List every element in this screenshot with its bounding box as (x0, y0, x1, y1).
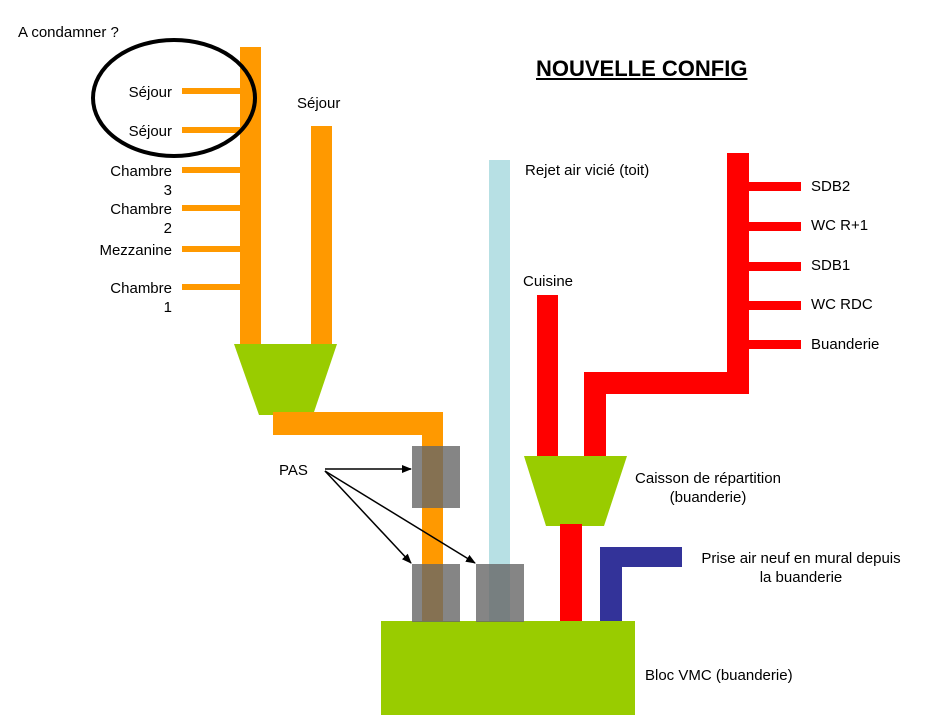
pas-label: PAS (279, 462, 308, 479)
bloc-vmc-label: Bloc VMC (buanderie) (645, 667, 793, 684)
pas-arrow-lower-right (324, 470, 476, 564)
cuisine-duct (537, 295, 558, 460)
caisson-label: Caisson de répartition (buanderie) (635, 470, 781, 506)
branch-chambre-2 (182, 205, 240, 211)
room-label-wc-rdc: WC RDC (811, 296, 873, 313)
red-main-riser (727, 153, 749, 393)
red-bloc-duct (560, 524, 582, 622)
branch-sdb1 (749, 262, 801, 271)
branch-wc-rdc (749, 301, 801, 310)
rejet-label: Rejet air vicié (toit) (525, 162, 650, 179)
condemn-circle (91, 38, 257, 158)
sejour-duct-label: Séjour (297, 95, 341, 112)
branch-sejour-2 (182, 127, 240, 133)
red-elbow-horizontal (584, 372, 749, 394)
branch-sejour-1 (182, 88, 240, 94)
branch-chambre-1 (182, 284, 240, 290)
pas-arrow-lower-left (324, 470, 412, 564)
cuisine-label: Cuisine (523, 273, 574, 290)
orange-main-duct (240, 47, 261, 347)
room-label-chambre-1: Chambre 1 (110, 280, 172, 316)
air-neuf-vertical (600, 547, 622, 622)
branch-sdb2 (749, 182, 801, 191)
room-label-chambre-2: Chambre 2 (110, 201, 172, 237)
room-label-chambre-3: Chambre 3 (110, 163, 172, 199)
orange-sejour-duct (311, 126, 332, 347)
condemn-question-label: A condamner ? (18, 24, 119, 41)
pas-box-lower-orange (412, 564, 460, 622)
caisson-repartition (524, 456, 627, 526)
pas-box-lower-rejet (476, 564, 524, 622)
prise-air-label: Prise air neuf en mural depuis la buande… (701, 550, 901, 586)
orange-horizontal-duct (273, 412, 443, 435)
branch-buanderie (749, 340, 801, 349)
red-elbow-vertical (584, 375, 606, 460)
left-distribution-funnel (234, 344, 337, 415)
branch-wc-r1 (749, 222, 801, 231)
rejet-duct (489, 160, 510, 622)
room-label-wc-r1: WC R+1 (811, 217, 869, 234)
room-label-buanderie: Buanderie (811, 336, 880, 353)
room-label-sejour-2: Séjour (128, 123, 172, 140)
bloc-vmc (381, 621, 635, 715)
pas-box-upper (412, 446, 460, 508)
room-label-mezzanine: Mezzanine (99, 242, 172, 259)
branch-chambre-3 (182, 167, 240, 173)
branch-mezzanine (182, 246, 240, 252)
diagram-title: NOUVELLE CONFIG (536, 56, 748, 81)
room-label-sejour-1: Séjour (128, 84, 172, 101)
room-label-sdb2: SDB2 (811, 178, 851, 195)
room-label-sdb1: SDB1 (811, 257, 851, 274)
